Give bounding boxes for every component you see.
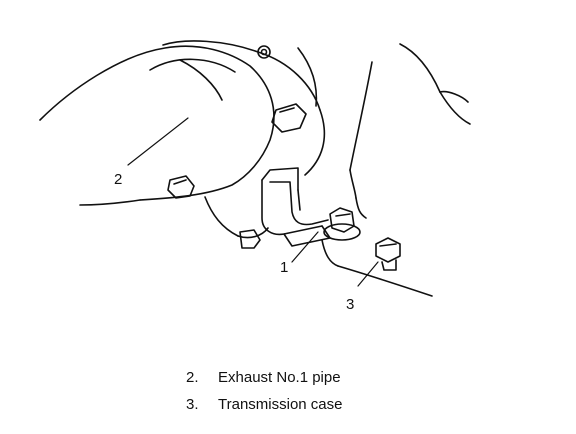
flange-nuts	[167, 45, 307, 249]
legend-number: 3.	[186, 396, 199, 413]
legend-item: 2. Exhaust No.1 pipe	[186, 364, 342, 391]
callout-3: 3	[346, 296, 355, 313]
parts-legend: 2. Exhaust No.1 pipe 3. Transmission cas…	[186, 364, 342, 418]
legend-item: 3. Transmission case	[186, 391, 342, 418]
exhaust-bracket-illustration	[39, 40, 471, 297]
loose-bolt	[375, 237, 401, 271]
bracket-bolt	[323, 207, 361, 241]
legend-number: 2.	[186, 369, 199, 386]
exhaust-pipe-drawing	[39, 40, 326, 239]
legend-text: Transmission case	[218, 396, 343, 413]
exhaust-bracket	[261, 167, 331, 247]
callout-2: 2	[114, 171, 123, 188]
transmission-case-drawing	[321, 43, 471, 297]
legend-text: Exhaust No.1 pipe	[218, 369, 341, 386]
leader-lines	[127, 117, 379, 287]
callout-1: 1	[280, 259, 289, 276]
